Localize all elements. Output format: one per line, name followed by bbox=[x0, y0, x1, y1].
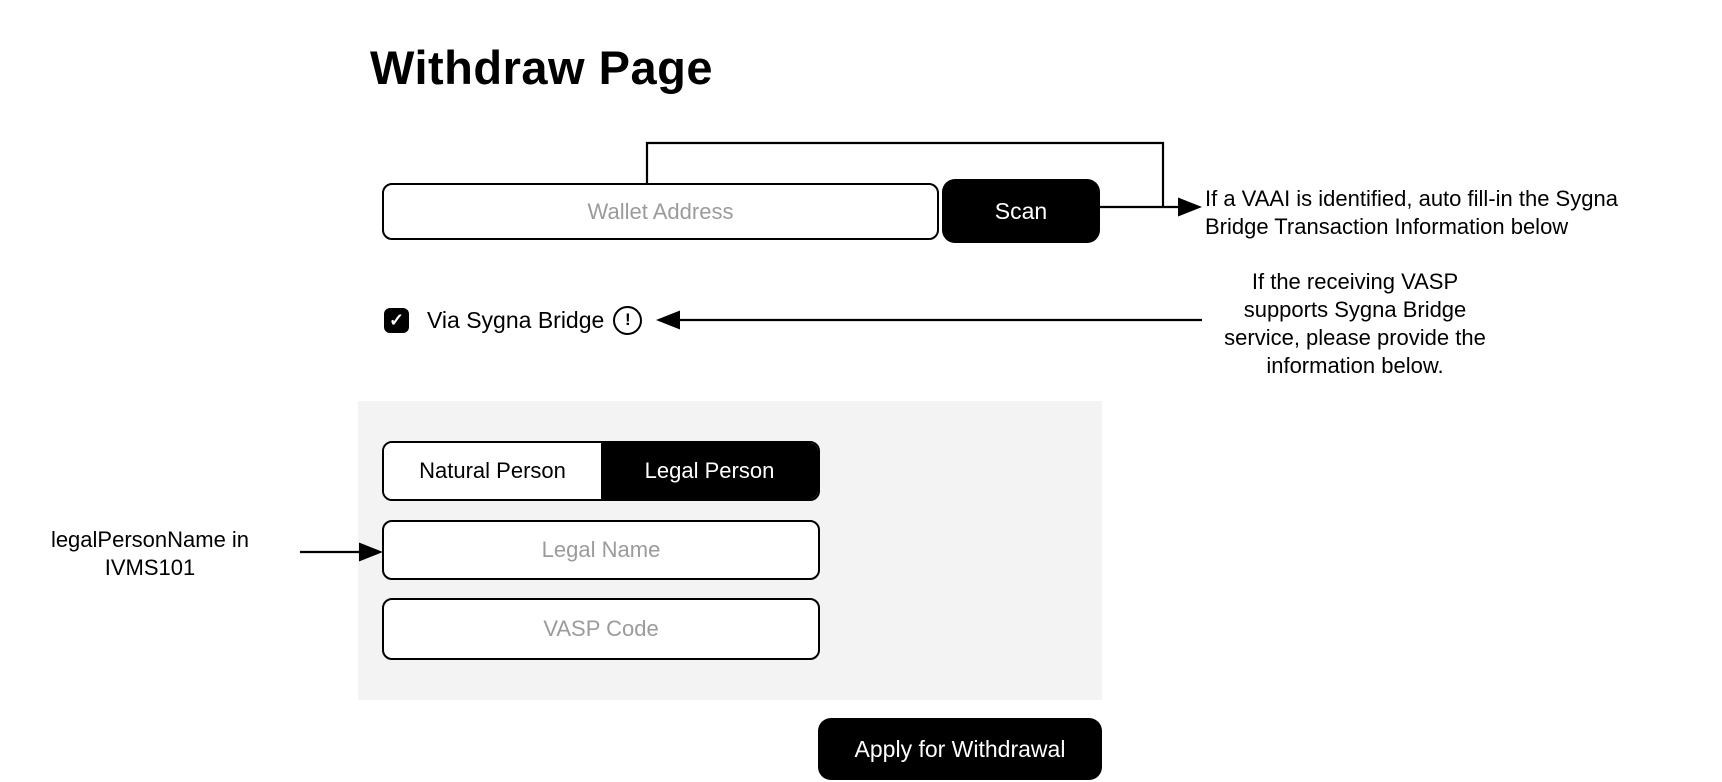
vasp-support-annotation: If the receiving VASP supports Sygna Bri… bbox=[1195, 268, 1515, 380]
tab-natural-person[interactable]: Natural Person bbox=[384, 443, 601, 499]
annotation-line: supports Sygna Bridge bbox=[1243, 297, 1467, 322]
annotation-line: information below. bbox=[1266, 353, 1444, 378]
annotation-line: IVMS101 bbox=[104, 555, 196, 580]
annotation-line: If the receiving VASP bbox=[1251, 269, 1459, 294]
legal-name-input[interactable] bbox=[382, 520, 820, 580]
page-title: Withdraw Page bbox=[370, 41, 713, 94]
legal-person-name-annotation: legalPersonName in IVMS101 bbox=[30, 526, 270, 582]
annotation-line: service, please provide the bbox=[1224, 325, 1486, 350]
via-sygna-bridge-checkbox[interactable]: ✓ bbox=[384, 307, 409, 333]
tab-legal-person[interactable]: Legal Person bbox=[601, 443, 818, 499]
vaai-annotation: If a VAAI is identified, auto fill-in th… bbox=[1205, 186, 1618, 239]
vasp-code-input[interactable] bbox=[382, 598, 820, 660]
wallet-address-input[interactable] bbox=[382, 183, 939, 240]
apply-for-withdrawal-button[interactable]: Apply for Withdrawal bbox=[818, 718, 1102, 780]
checkmark-icon: ✓ bbox=[388, 310, 405, 330]
scan-button[interactable]: Scan bbox=[942, 179, 1100, 243]
person-type-segmented-control: Natural Person Legal Person bbox=[382, 441, 820, 501]
exclamation-glyph: ! bbox=[624, 310, 631, 329]
exclamation-circle-icon[interactable]: ! bbox=[613, 305, 643, 335]
annotation-line: legalPersonName in bbox=[50, 527, 250, 552]
via-sygna-bridge-label: Via Sygna Bridge bbox=[427, 306, 605, 333]
via-sygna-bridge-row: ✓ Via Sygna Bridge ! bbox=[384, 302, 643, 338]
